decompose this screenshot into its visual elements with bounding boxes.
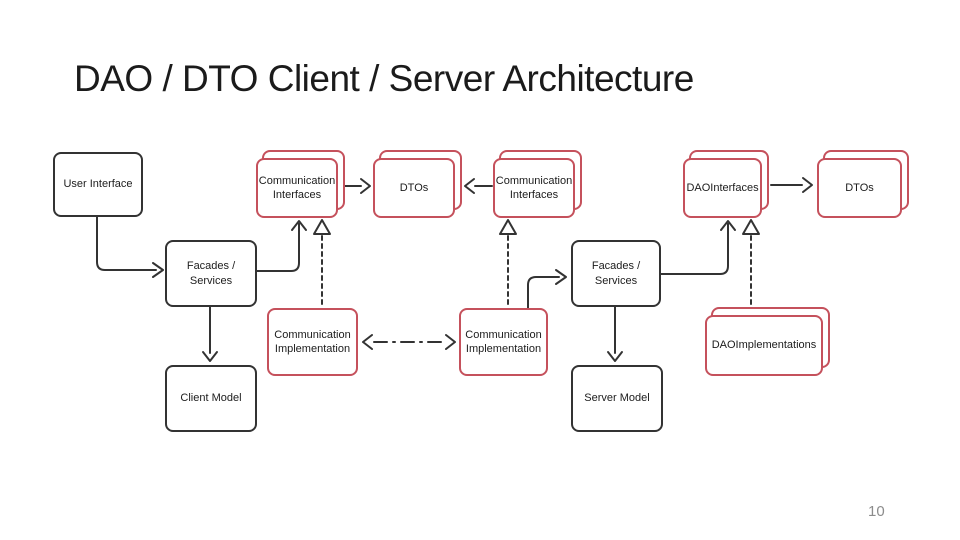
node-label: Communication Implementation xyxy=(274,328,351,355)
connector-dao-interfaces-to-dtos-server xyxy=(770,177,813,193)
connector-facades-server-to-dao-interfaces xyxy=(660,220,736,275)
node-front-box: DTOs xyxy=(373,158,455,218)
node-label: DTOs xyxy=(399,181,429,194)
node-comm-implementation-server: Communication Implementation xyxy=(459,308,548,376)
connector-comm-impl-sync-arrowheads xyxy=(362,334,456,350)
slide-title: DAO / DTO Client / Server Architecture xyxy=(74,58,694,99)
node-server-model: Server Model xyxy=(571,365,663,432)
node-user-interface: User Interface xyxy=(53,152,143,217)
connector-facades-server-to-server-model xyxy=(607,306,623,362)
node-dao-implementations: DAOImplementations xyxy=(705,307,830,376)
connector-facades-client-to-comm-interfaces xyxy=(256,220,307,272)
node-label: Communication Interfaces xyxy=(495,174,573,201)
node-label: DAOInterfaces xyxy=(686,181,759,194)
node-front-box: DTOs xyxy=(817,158,902,218)
realization-triangle-comm-client xyxy=(313,219,331,235)
node-facades-services-client: Facades / Services xyxy=(165,240,257,307)
node-dtos-client: DTOs xyxy=(373,150,462,218)
node-comm-implementation-client: Communication Implementation xyxy=(267,308,358,376)
connector-facades-client-to-client-model xyxy=(202,306,218,362)
node-front-box: Communication Interfaces xyxy=(493,158,575,218)
node-label: Communication Implementation xyxy=(465,328,542,355)
node-front-box: DAOImplementations xyxy=(705,315,823,376)
realization-triangle-dao xyxy=(742,219,760,235)
node-label: Facades / Services xyxy=(186,260,236,287)
connector-ui-to-facades-client xyxy=(96,216,164,278)
node-comm-interfaces-client: Communication Interfaces xyxy=(256,150,345,218)
node-label: Client Model xyxy=(180,392,242,405)
connector-comm-interfaces-client-to-dtos xyxy=(344,178,371,194)
node-label: Communication Interfaces xyxy=(258,174,336,201)
node-dao-interfaces: DAOInterfaces xyxy=(683,150,769,218)
node-front-box: Communication Interfaces xyxy=(256,158,338,218)
node-label: User Interface xyxy=(63,178,133,191)
realization-triangle-comm-server xyxy=(499,219,517,235)
node-label: Facades / Services xyxy=(591,260,641,287)
node-facades-services-server: Facades / Services xyxy=(571,240,661,307)
connector-comm-impl-server-to-facades xyxy=(527,269,567,309)
node-comm-interfaces-server: Communication Interfaces xyxy=(493,150,582,218)
node-client-model: Client Model xyxy=(165,365,257,432)
node-label: Server Model xyxy=(584,392,650,405)
node-front-box: DAOInterfaces xyxy=(683,158,762,218)
connector-comm-interfaces-server-to-dtos xyxy=(464,178,493,194)
node-label: DAOImplementations xyxy=(711,339,817,352)
node-label: DTOs xyxy=(845,181,874,194)
page-number: 10 xyxy=(868,503,885,520)
node-dtos-server: DTOs xyxy=(817,150,909,218)
